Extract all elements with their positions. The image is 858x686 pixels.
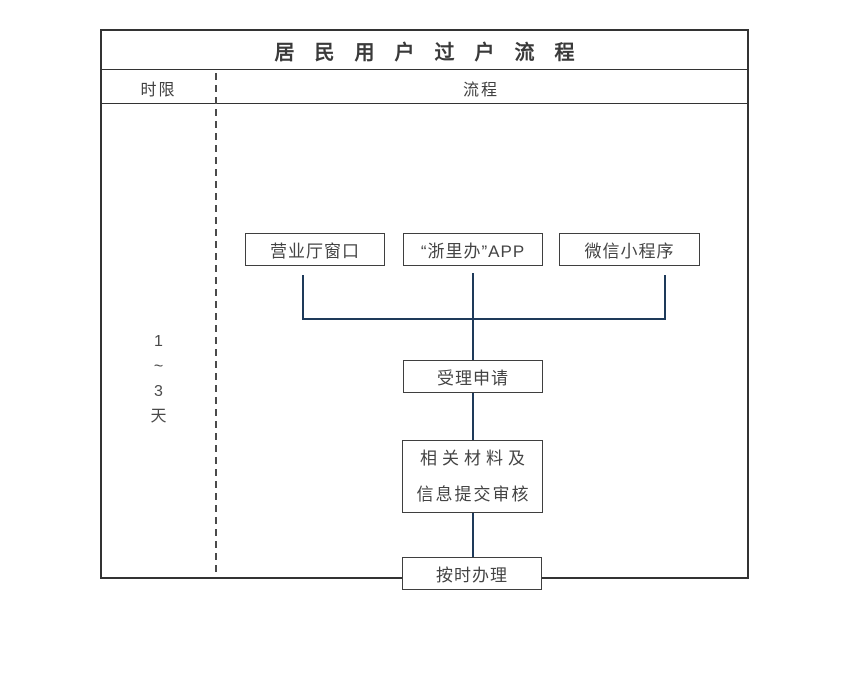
flowchart-frame: 居民用户过户流程 时限 流程 1 ~ 3 天 营业厅窗口 “浙里办”APP 微信… <box>100 29 749 590</box>
connector-accept-to-materials <box>472 393 474 440</box>
connector-stub-middle <box>472 273 474 320</box>
node-channel-hall-window: 营业厅窗口 <box>245 233 385 266</box>
connector-stub-right <box>664 275 666 320</box>
node-materials-line2: 信息提交审核 <box>416 484 531 504</box>
column-header-process: 流程 <box>462 82 499 99</box>
connector-to-accept <box>472 320 474 360</box>
time-limit-char: 3 <box>154 383 163 400</box>
time-limit-value: 1 ~ 3 天 <box>102 333 215 425</box>
connector-stub-left <box>302 275 304 320</box>
page-title: 居民用户过户流程 <box>274 41 595 64</box>
node-accept-application: 受理申请 <box>403 360 543 393</box>
node-materials-line1: 相关材料及 <box>420 448 530 468</box>
node-handle-on-time: 按时办理 <box>402 557 542 590</box>
time-limit-char: 天 <box>150 408 167 425</box>
node-materials-review: 相关材料及 信息提交审核 <box>402 440 543 513</box>
time-limit-char: 1 <box>154 333 163 350</box>
connector-materials-to-handle <box>472 513 474 557</box>
connector-merge-bracket <box>302 318 666 320</box>
time-limit-char: ~ <box>153 358 164 375</box>
header-row: 时限 流程 <box>102 73 747 104</box>
node-channel-zheliban-app: “浙里办”APP <box>403 233 543 266</box>
title-row: 居民用户过户流程 <box>102 31 747 70</box>
column-dashed-divider <box>215 73 217 577</box>
flowchart-body: 1 ~ 3 天 营业厅窗口 “浙里办”APP 微信小程序 受理申请 相关材料及 … <box>102 106 747 590</box>
column-header-time-limit: 时限 <box>140 82 177 99</box>
node-channel-wechat-miniprogram: 微信小程序 <box>559 233 700 266</box>
